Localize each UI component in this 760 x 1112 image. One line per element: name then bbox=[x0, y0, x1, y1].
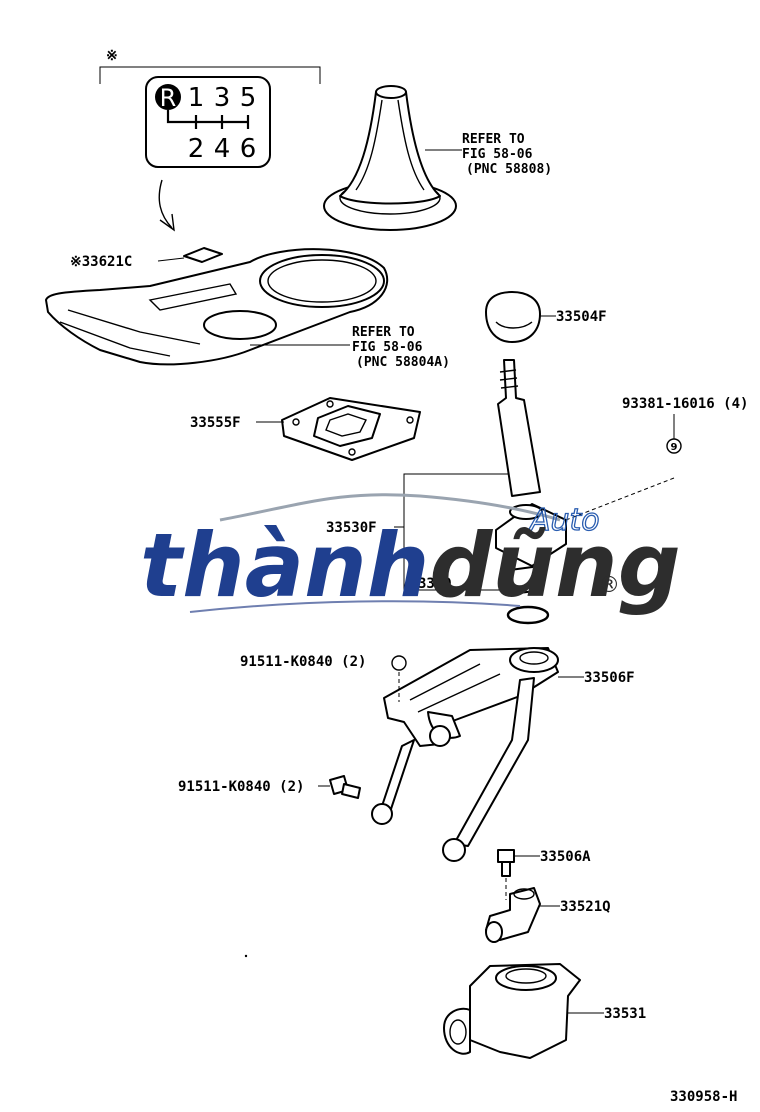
knob-label: 33504F bbox=[556, 309, 607, 325]
o-ring bbox=[506, 605, 550, 625]
watermark-underline bbox=[189, 600, 521, 613]
watermark-text: thànhdũng bbox=[140, 514, 681, 617]
boot-ref-line3: (PNC 58808) bbox=[466, 162, 552, 177]
nut-2-label: 91511-K0840 (2) bbox=[240, 654, 366, 670]
boot-ref-line2: FIG 58-06 bbox=[462, 147, 533, 162]
bolt-2-part bbox=[329, 775, 361, 799]
shift-knob bbox=[485, 291, 541, 343]
pin-label: 33506A bbox=[540, 849, 591, 865]
bracket-part bbox=[485, 887, 541, 943]
console-bezel bbox=[45, 248, 389, 366]
pin-part bbox=[497, 849, 515, 877]
bracket-label: 33521Q bbox=[560, 899, 611, 915]
indicator-plate-label: ※33621C bbox=[70, 254, 132, 270]
shift-5: 5 bbox=[240, 83, 257, 113]
reference-mark: ※ bbox=[106, 48, 118, 64]
hidden-part-label: 3350 bbox=[418, 576, 452, 592]
bezel-ref-line1: REFER TO bbox=[352, 325, 415, 340]
bolt-4-dash bbox=[565, 477, 675, 521]
shift-r: R bbox=[160, 84, 177, 112]
watermark-part1: thành bbox=[140, 514, 429, 617]
shift-4: 4 bbox=[214, 134, 231, 164]
lever-label: 33530F bbox=[326, 520, 377, 536]
shift-lever bbox=[495, 359, 567, 595]
shift-2: 2 bbox=[188, 134, 205, 164]
retainer-label: 33555F bbox=[190, 415, 241, 431]
bezel-ref-line3: (PNC 58804A) bbox=[356, 355, 450, 370]
boot-ref-line1: REFER TO bbox=[462, 132, 525, 147]
shift-3: 3 bbox=[214, 83, 231, 113]
bolt-4-label: 93381-16016 (4) bbox=[622, 396, 748, 412]
plate-bracket bbox=[99, 66, 321, 84]
shift-6: 6 bbox=[240, 134, 257, 164]
bezel-ref-line2: FIG 58-06 bbox=[352, 340, 423, 355]
watermark-script: Auto bbox=[528, 503, 600, 538]
stray-dot bbox=[244, 954, 248, 958]
lever-bracket bbox=[403, 473, 508, 591]
watermark-registered: ® bbox=[598, 573, 620, 598]
reverse-circle bbox=[155, 84, 181, 110]
bolt-2-label: 91511-K0840 (2) bbox=[178, 779, 304, 795]
watermark: Auto thànhdũng ® bbox=[140, 493, 681, 617]
shift-1: 1 bbox=[188, 83, 205, 113]
bolt-4-glyph: 9 bbox=[671, 442, 678, 453]
seat-label: 33531 bbox=[604, 1006, 646, 1022]
shift-housing bbox=[371, 647, 559, 862]
watermark-part2: dũng bbox=[429, 514, 680, 617]
bolt-4-symbol bbox=[666, 438, 682, 454]
indicator-plate-leader bbox=[157, 257, 185, 262]
housing-label: 33506F bbox=[584, 670, 635, 686]
diagram-code: 330958-H bbox=[670, 1089, 737, 1105]
nut-2-symbol bbox=[391, 655, 407, 671]
watermark-car-swoosh bbox=[219, 493, 561, 522]
arrow-down-icon bbox=[158, 179, 175, 232]
indicator-plate bbox=[183, 247, 223, 263]
retainer-plate bbox=[281, 397, 421, 461]
seat-part bbox=[443, 963, 581, 1059]
shift-boot bbox=[323, 85, 457, 231]
shift-gate bbox=[166, 110, 250, 129]
